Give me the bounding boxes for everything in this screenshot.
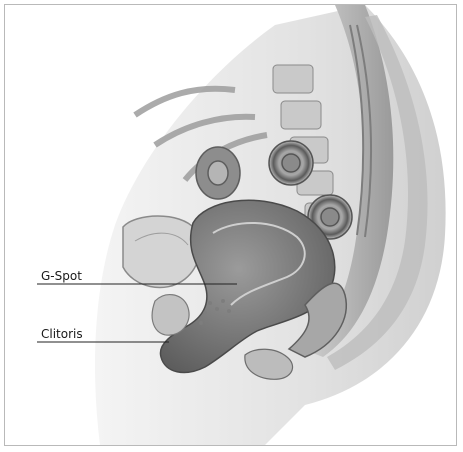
ovary [196,147,240,199]
g-spot-label: G-Spot [41,269,82,283]
pelvic-anatomy-illustration [5,5,457,446]
diagram-frame: G-Spot Clitoris [4,4,457,446]
pubic-bone [152,295,189,336]
bladder [123,216,200,288]
clitoris-label: Clitoris [41,327,83,341]
